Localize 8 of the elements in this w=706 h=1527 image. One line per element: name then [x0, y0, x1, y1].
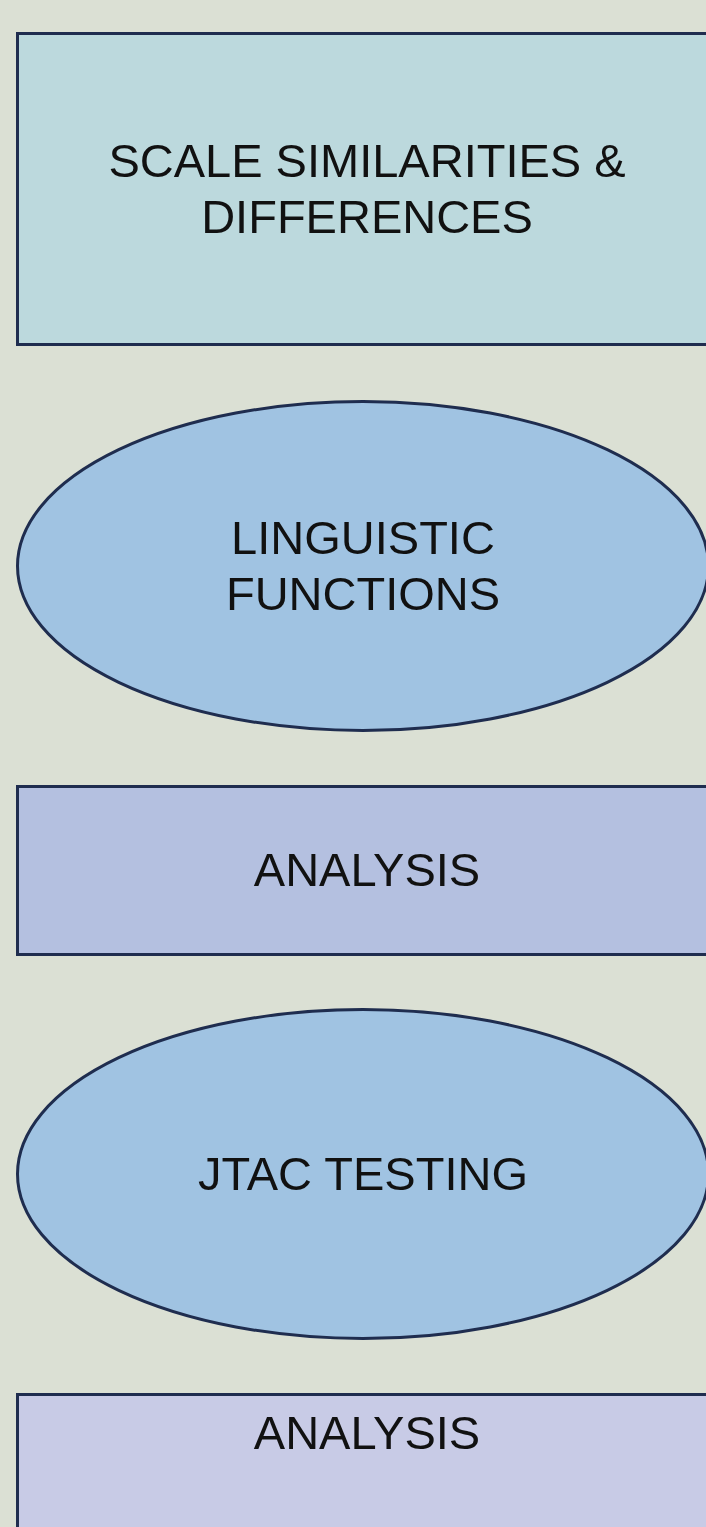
node-label: JTAC TESTING	[198, 1145, 528, 1202]
node-label: ANALYSIS	[253, 842, 481, 899]
node-label: LINGUISTIC FUNCTIONS	[224, 509, 502, 622]
process-box	[16, 1393, 706, 1527]
process-box	[16, 32, 706, 346]
node-label: SCALE SIMILARITIES & DIFFERENCES	[107, 132, 627, 245]
node-label: ANALYSIS	[253, 1404, 481, 1461]
process-box	[16, 785, 706, 956]
